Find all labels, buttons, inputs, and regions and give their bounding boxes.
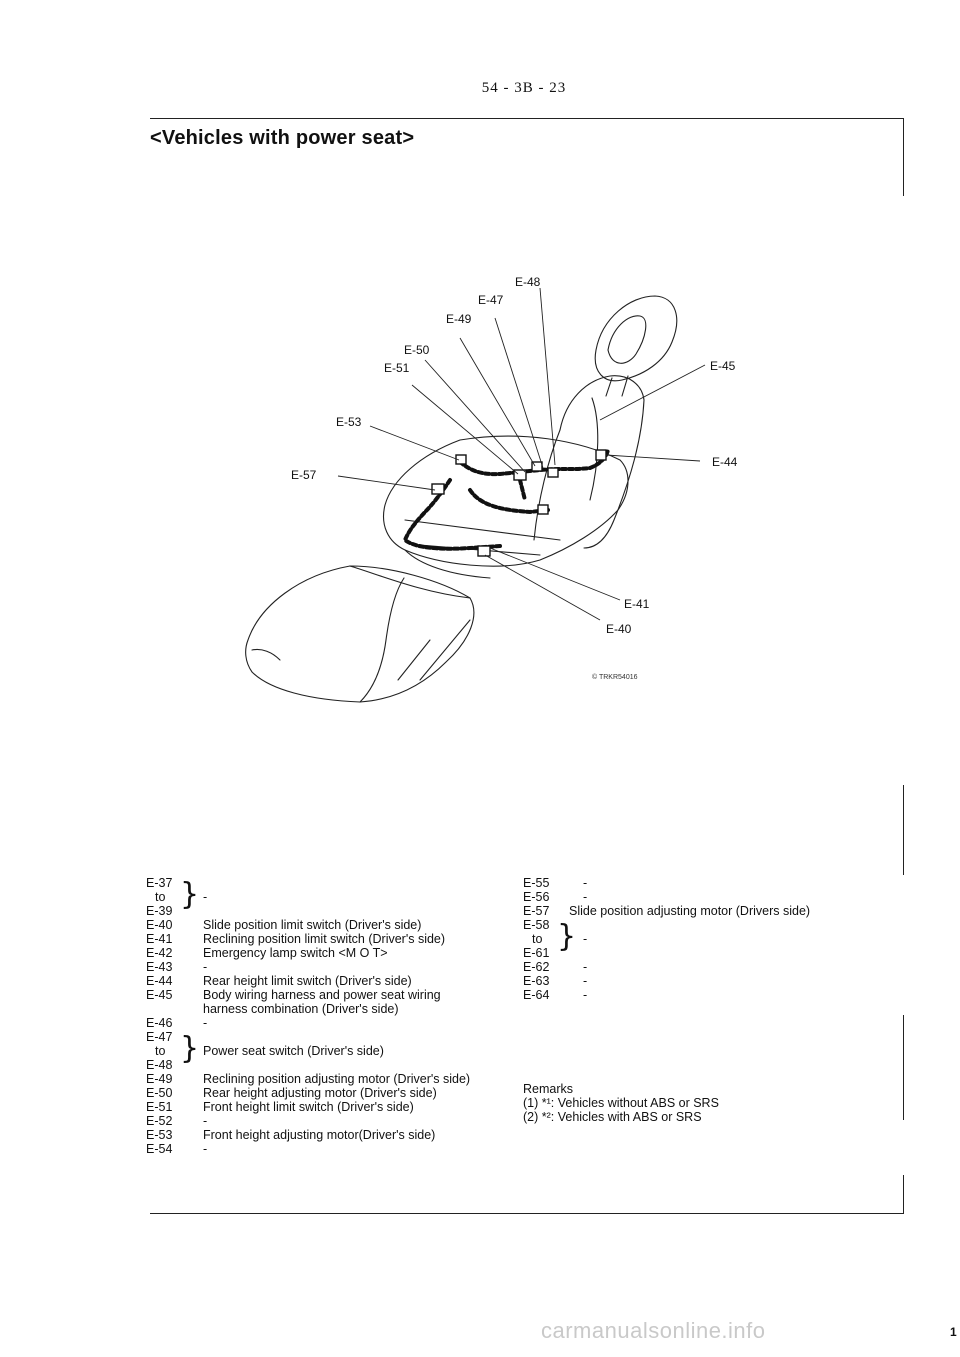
brace-e58-e61: } bbox=[557, 919, 577, 954]
connector-e44 bbox=[595, 449, 607, 461]
remark-item: (2) *²: Vehicles with ABS or SRS bbox=[523, 1110, 702, 1124]
headrest-inner bbox=[607, 315, 647, 364]
harness-main bbox=[458, 448, 610, 477]
callout-e44: E-44 bbox=[712, 455, 738, 469]
leader-e57 bbox=[337, 475, 436, 491]
headrest-outline bbox=[594, 295, 678, 382]
connector-e49 bbox=[531, 461, 543, 472]
remarks-title: Remarks bbox=[523, 1082, 574, 1096]
right-vertical-rule-top bbox=[903, 118, 904, 196]
connector-e41 bbox=[537, 504, 549, 515]
callout-e50: E-50 bbox=[404, 343, 430, 357]
brace-e37-e39: } bbox=[180, 877, 200, 912]
callout-e48: E-48 bbox=[515, 275, 541, 289]
watermark-mark: 1 bbox=[950, 1325, 957, 1339]
connector-e53 bbox=[455, 454, 467, 465]
section-title: <Vehicles with power seat> bbox=[150, 127, 415, 149]
leader-e51 bbox=[411, 384, 519, 475]
connector-e57 bbox=[431, 483, 445, 495]
right-vertical-rule-lower bbox=[903, 1015, 904, 1120]
seat-cushion-outline bbox=[383, 435, 629, 567]
brace-e47-e48: } bbox=[180, 1031, 200, 1066]
leader-e47 bbox=[494, 317, 544, 469]
leader-e53 bbox=[369, 425, 460, 461]
top-rule bbox=[150, 118, 904, 119]
page-number: 54 - 3B - 23 bbox=[481, 80, 567, 96]
callout-e47: E-47 bbox=[478, 293, 504, 307]
remarks: Remarks (1) *¹: Vehicles without ABS or … bbox=[523, 1082, 719, 1124]
watermark-text: carmanualsonline.info bbox=[541, 1318, 766, 1343]
leader-e50 bbox=[424, 359, 526, 473]
callout-e53: E-53 bbox=[336, 415, 362, 429]
leader-e41 bbox=[489, 547, 621, 601]
leader-e45 bbox=[599, 364, 706, 421]
callout-e49: E-49 bbox=[446, 312, 472, 326]
seatback-outline bbox=[559, 375, 645, 549]
connector-e51 bbox=[513, 469, 527, 481]
callout-e45: E-45 bbox=[710, 359, 736, 373]
leader-e40 bbox=[484, 554, 601, 621]
callout-e51: E-51 bbox=[384, 361, 410, 375]
power-seat-diagram: E-48 E-47 E-49 E-50 E-51 E-53 E-57 E-45 … bbox=[245, 275, 738, 703]
leader-e49 bbox=[459, 337, 536, 467]
bottom-rule bbox=[150, 1213, 904, 1214]
connector-e48 bbox=[547, 467, 559, 478]
figure-code: © TRKR54016 bbox=[592, 673, 638, 681]
leader-e44 bbox=[605, 454, 701, 462]
right-vertical-rule-mid bbox=[903, 785, 904, 875]
connector-e40 bbox=[477, 545, 491, 557]
callout-e40: E-40 bbox=[606, 622, 632, 636]
right-vertical-rule-bottom bbox=[903, 1175, 904, 1213]
lower-cushion-outline bbox=[245, 565, 475, 703]
leader-e48 bbox=[539, 287, 556, 466]
callout-e41: E-41 bbox=[624, 597, 650, 611]
callout-e57: E-57 bbox=[291, 468, 317, 482]
remark-item: (1) *¹: Vehicles without ABS or SRS bbox=[523, 1096, 719, 1110]
